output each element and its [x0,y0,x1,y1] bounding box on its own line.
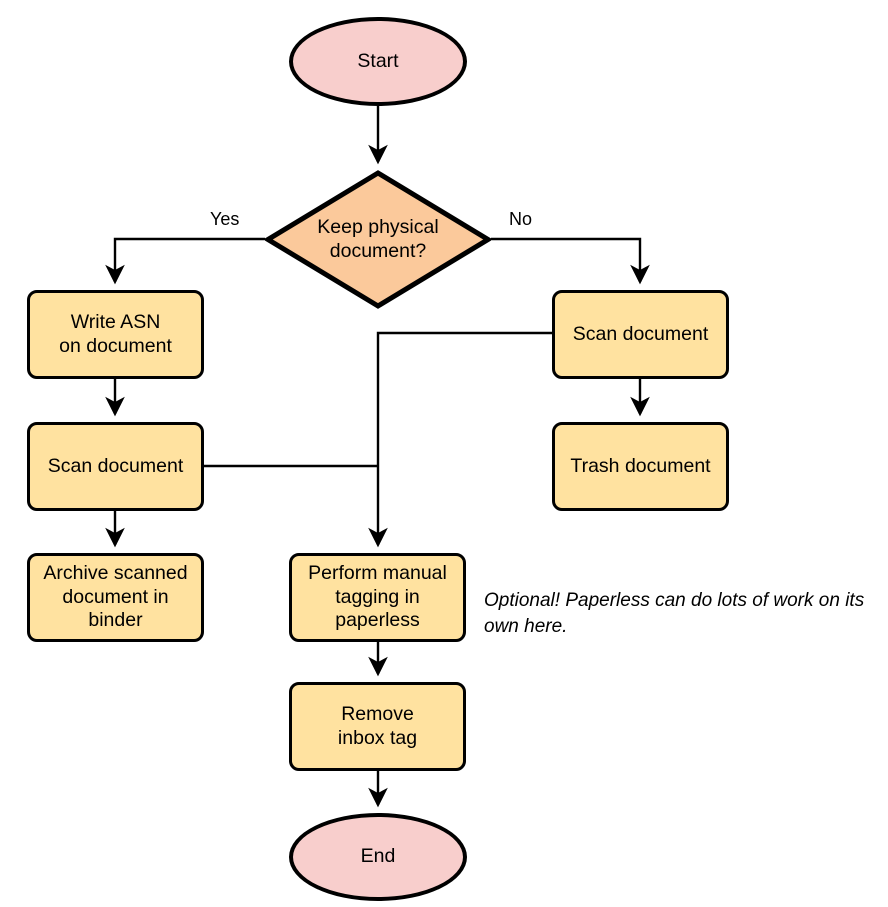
node-trash-document[interactable]: Trash document [552,422,729,511]
edge-label-yes-text: Yes [210,209,240,229]
annotation-optional-note-text: Optional! Paperless can do lots of work … [484,590,865,637]
node-start[interactable]: Start [289,17,467,106]
node-scan-document-right-label: Scan document [572,322,709,345]
edge-label-no: No [509,209,532,230]
node-write-asn-on-document[interactable]: Write ASN on document [27,290,204,379]
diamond-shape [265,170,491,309]
edge-label-no-text: No [509,209,533,229]
node-end[interactable]: End [289,813,467,901]
node-remove-inbox-tag-label: Remove inbox tag [337,702,418,749]
node-scan-document-right[interactable]: Scan document [552,290,729,379]
edge-decision-to-scan-right [491,237,650,285]
node-remove-inbox-tag[interactable]: Remove inbox tag [289,682,466,771]
node-trash-document-label: Trash document [570,454,711,477]
node-perform-manual-tagging-in-paperless-label: Perform manual tagging in paperless [308,561,447,632]
edge-label-yes: Yes [210,209,239,230]
edge-scan-right-to-manual-tagging [368,331,552,548]
node-end-label: End [360,845,396,868]
node-archive-scanned-document-in-binder-label: Archive scanned document in binder [43,561,188,632]
node-keep-physical-document-label: Keep physical document? [317,215,439,262]
node-scan-document-left-label: Scan document [47,454,184,477]
node-keep-physical-document[interactable]: Keep physical document? [265,170,491,309]
node-write-asn-on-document-label: Write ASN on document [59,310,172,357]
node-start-label: Start [357,49,399,72]
annotation-optional-note: Optional! Paperless can do lots of work … [484,588,888,639]
node-archive-scanned-document-in-binder[interactable]: Archive scanned document in binder [27,553,204,642]
node-perform-manual-tagging-in-paperless[interactable]: Perform manual tagging in paperless [289,553,466,642]
node-scan-document-left[interactable]: Scan document [27,422,204,511]
edge-decision-to-write-asn [105,237,265,285]
